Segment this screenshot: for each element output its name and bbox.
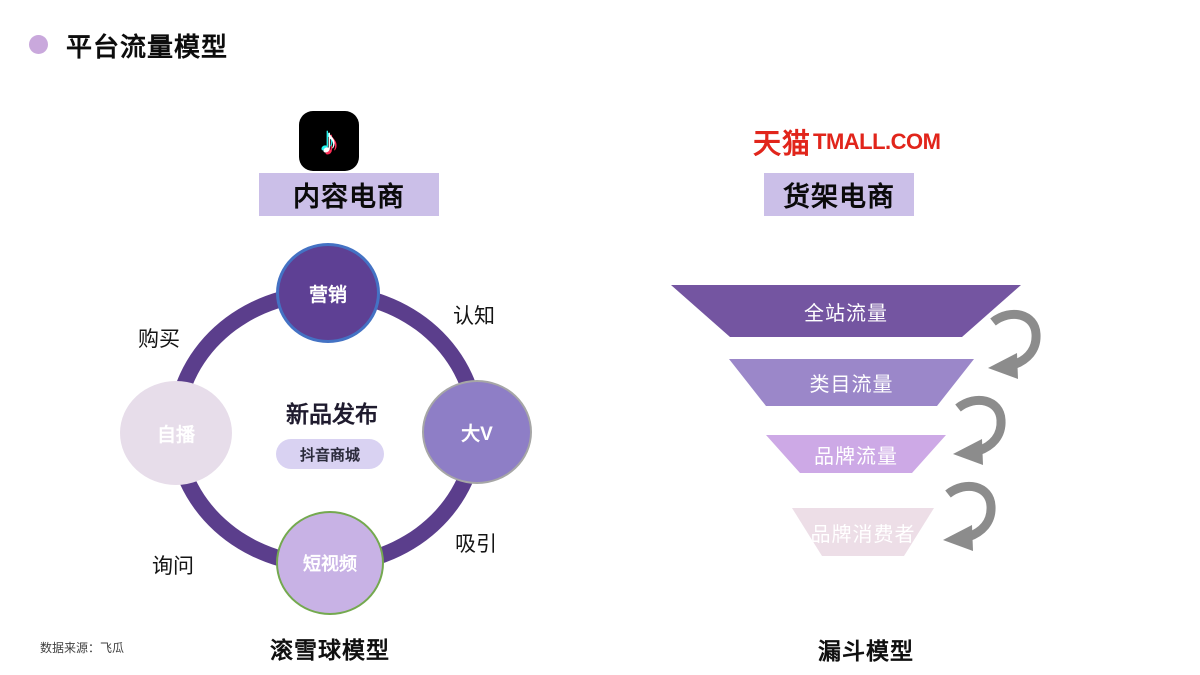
curved-arrow-head — [943, 525, 973, 551]
douyin-icon: ♪ — [299, 111, 359, 171]
data-source-note: 数据来源：飞瓜 — [40, 641, 125, 655]
douyin-mall-pill: 抖音商城 — [276, 439, 384, 469]
stage-label-inquiry: 询问 — [152, 555, 194, 578]
node-short-video: 短视频 — [276, 511, 384, 615]
new-product-launch-label: 新品发布 — [286, 401, 378, 427]
tmall-logo-en: TMALL.COM — [813, 129, 941, 154]
curved-arrow-icon — [943, 481, 996, 551]
node-big-v: 大V — [422, 380, 532, 484]
funnel-layer-brand-traffic: 品牌流量 — [766, 435, 946, 473]
funnel-layer-category-traffic: 类目流量 — [729, 359, 974, 406]
curved-arrow-head — [988, 353, 1018, 379]
stage-label-awareness: 认知 — [453, 305, 495, 328]
page-title: 平台流量模型 — [66, 32, 229, 62]
curved-arrow-stroke — [955, 395, 1006, 456]
shelf-commerce-header: 货架电商 — [764, 173, 914, 216]
curved-arrow-stroke — [990, 309, 1041, 370]
funnel-layer-brand-consumers: 品牌消费者 — [792, 508, 934, 556]
funnel-model-caption: 漏斗模型 — [818, 638, 914, 664]
music-note-icon: ♪ — [320, 120, 338, 161]
curved-arrow-icon — [953, 395, 1006, 465]
node-marketing: 营销 — [276, 243, 380, 343]
curved-arrow-stroke — [945, 481, 996, 542]
tmall-logo-cn: 天猫 — [753, 128, 812, 159]
curved-arrow-head — [953, 439, 983, 465]
stage-label-attract: 吸引 — [455, 533, 497, 556]
stage-label-purchase: 购买 — [138, 328, 180, 351]
tmall-logo: 天猫 TMALL.COM — [753, 122, 941, 162]
curved-arrow-icon — [988, 309, 1041, 379]
node-self-broadcast: 自播 — [120, 381, 232, 485]
funnel-layer-site-traffic: 全站流量 — [671, 285, 1021, 337]
title-bullet-icon — [29, 35, 48, 54]
snowball-model-caption: 滚雪球模型 — [270, 637, 390, 663]
content-commerce-header: 内容电商 — [259, 173, 439, 216]
